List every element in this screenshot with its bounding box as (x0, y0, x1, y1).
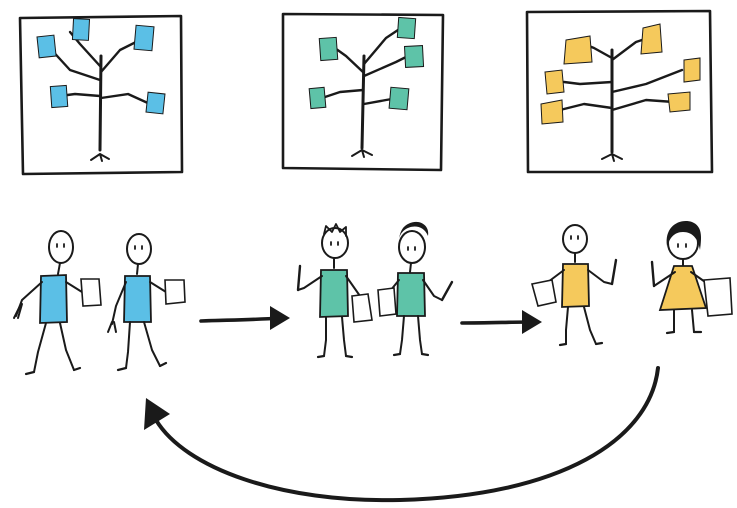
person-2b (377, 221, 454, 357)
panel-frame (18, 14, 184, 176)
leaf (133, 24, 155, 52)
head (321, 227, 349, 259)
paper (703, 277, 733, 317)
leaf (396, 16, 417, 40)
arrow-right-icon (199, 306, 290, 330)
paper (531, 279, 557, 307)
paper (164, 279, 186, 305)
leaf (667, 91, 691, 113)
leaf (563, 35, 593, 65)
dress (658, 265, 708, 311)
leaf (540, 99, 564, 125)
panel-frame (281, 12, 445, 172)
head (398, 230, 426, 264)
leaf (36, 34, 57, 59)
panel-frame (525, 9, 714, 174)
leaf (71, 18, 91, 41)
curved-return-arrow-icon (144, 366, 660, 503)
tree-illustration (308, 16, 425, 158)
paper (80, 278, 102, 307)
leaf (388, 86, 410, 111)
shirt (123, 275, 152, 323)
leaf (403, 45, 425, 68)
head (562, 224, 588, 254)
leaf (145, 91, 166, 115)
shirt (39, 274, 68, 324)
head (48, 230, 74, 264)
shirt (561, 263, 590, 308)
tree-panel-2 (281, 12, 445, 172)
tree-illustration (540, 23, 701, 162)
leaf (318, 36, 339, 62)
person-1b (107, 233, 186, 372)
tree-panel-3 (525, 9, 714, 174)
person-1a (13, 230, 102, 376)
leaf (544, 69, 565, 95)
person-3a (531, 224, 618, 347)
leaf (308, 86, 327, 110)
person-3b (650, 221, 733, 335)
shirt (396, 272, 426, 317)
tree-illustration (36, 18, 166, 162)
head (126, 233, 152, 265)
shirt (319, 269, 349, 318)
tree-panel-1 (18, 14, 184, 176)
person-2a (296, 223, 373, 359)
leaf (683, 57, 701, 83)
leaf (640, 23, 663, 55)
paper (377, 287, 397, 317)
paper (351, 293, 373, 323)
arrow-right-icon (460, 310, 542, 334)
leaf (49, 84, 69, 109)
